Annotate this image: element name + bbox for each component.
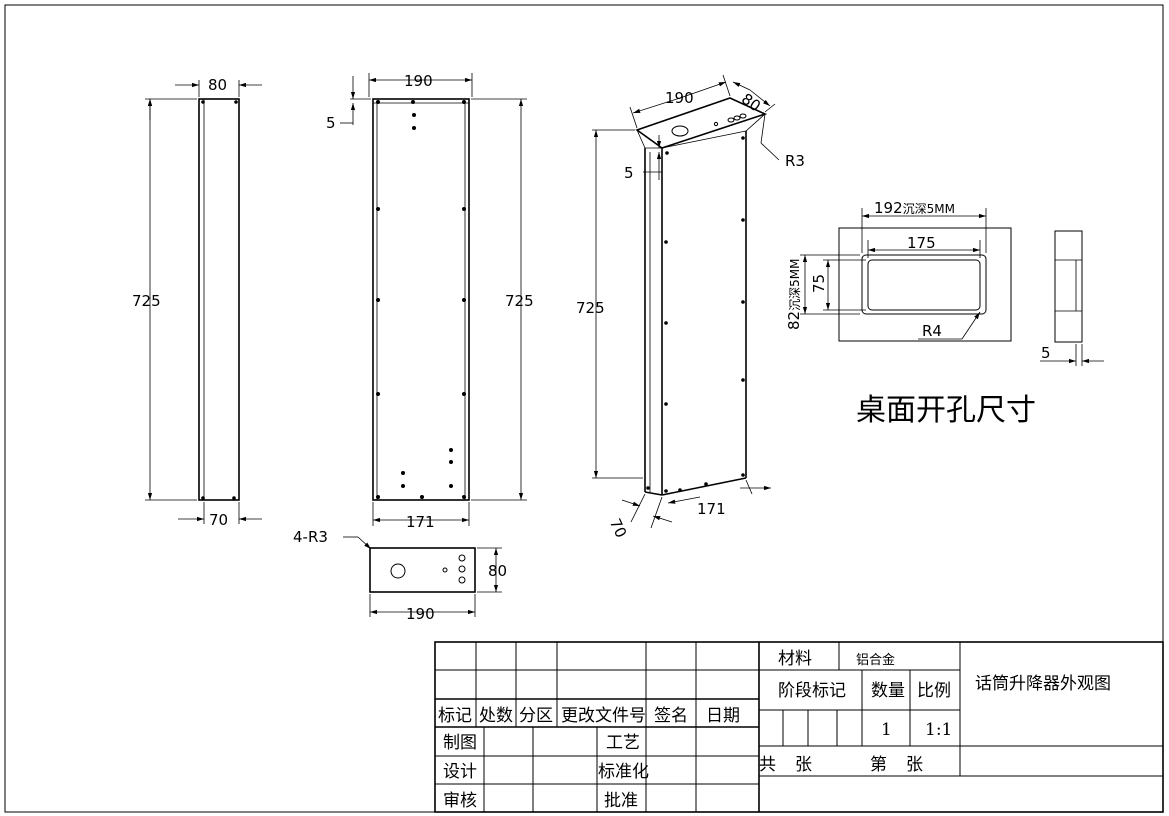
cutout-outer-height-label: 82沉深5MM: [785, 259, 803, 330]
tb-header-zone: 分区: [519, 706, 553, 726]
side-view: 80 725 70: [132, 76, 262, 529]
tb-standardization: 标准化: [598, 762, 649, 782]
iso-height-label: 725: [576, 299, 605, 317]
title-block: 标记 处数 分区 更改文件号 签名 日期 制图 设计 审核 工艺 标准化 批准 …: [434, 641, 1164, 813]
cutout-side-thickness-label: 5: [1041, 344, 1051, 362]
top-depth-label: 80: [488, 562, 507, 580]
front-height-label: 725: [505, 292, 534, 310]
tb-sheet-no-suffix: 张: [906, 755, 923, 775]
side-view-body: [198, 98, 240, 501]
top-view-mic-hole: [390, 563, 406, 579]
tb-scale-value: 1:1: [925, 720, 952, 740]
front-width-top-label: 190: [404, 72, 433, 90]
tb-designed: 设计: [443, 762, 477, 782]
top-width-label: 190: [406, 605, 435, 623]
tb-qty-label: 数量: [871, 681, 905, 701]
iso-bottom-depth-label: 70: [606, 516, 630, 541]
tb-qty-value: 1: [881, 720, 892, 740]
front-view-body: [372, 98, 470, 501]
side-height-label: 725: [132, 292, 161, 310]
cutout-inner-width-label: 175: [907, 234, 936, 252]
tb-process: 工艺: [606, 733, 640, 753]
tb-sheet-no: 第: [870, 755, 887, 775]
top-view-body: [369, 547, 476, 593]
iso-width-label: 190: [665, 89, 694, 107]
tb-header-count: 处数: [479, 706, 513, 726]
side-width-top-label: 80: [208, 76, 227, 94]
cutout-hole: [867, 259, 981, 311]
front-width-bottom-label: 171: [406, 513, 435, 531]
iso-radius-label: R3: [785, 152, 805, 170]
cutout-title: 桌面开孔尺寸: [856, 393, 1036, 428]
tb-sheets-total: 共: [759, 755, 776, 775]
cutout-radius-label: R4: [922, 322, 942, 340]
tb-material-value: 铝合金: [856, 652, 895, 668]
side-width-bottom-label: 70: [209, 511, 228, 529]
isometric-view: 190 80 R3 5 725 70 171: [576, 74, 805, 541]
tb-scale-label: 比例: [917, 681, 951, 701]
tb-header-change-doc: 更改文件号: [561, 706, 646, 726]
top-view: 4-R3 80 190: [293, 528, 507, 623]
tb-drafted: 制图: [443, 733, 477, 753]
front-offset-label: 5: [326, 114, 336, 132]
tb-sheets-total-suffix: 张: [795, 755, 812, 775]
cutout-recess: [861, 254, 987, 315]
iso-offset-label: 5: [624, 164, 634, 182]
top-corner-note: 4-R3: [293, 528, 328, 546]
tb-stage-label: 阶段标记: [778, 681, 846, 701]
front-view: 190 5 725 171: [326, 72, 534, 531]
tb-header-signature: 签名: [654, 706, 688, 726]
iso-bottom-width-label: 171: [697, 500, 726, 518]
cutout-side-section: [1054, 230, 1083, 343]
cutout-outer-width-label: 192沉深5MM: [874, 199, 955, 217]
tb-header-mark: 标记: [438, 706, 472, 726]
tb-drawing-title: 话筒升降器外观图: [975, 674, 1111, 694]
cutout-inner-height-label: 75: [810, 274, 828, 293]
tb-material-label: 材料: [778, 649, 812, 669]
tb-header-date: 日期: [706, 706, 740, 726]
cutout-plate: [838, 227, 1012, 342]
tb-reviewed: 审核: [443, 791, 477, 811]
cutout-view: 192沉深5MM 175 82沉深5MM 75 R4 5 桌面开孔尺寸: [785, 199, 1104, 428]
tb-approved: 批准: [604, 791, 638, 811]
